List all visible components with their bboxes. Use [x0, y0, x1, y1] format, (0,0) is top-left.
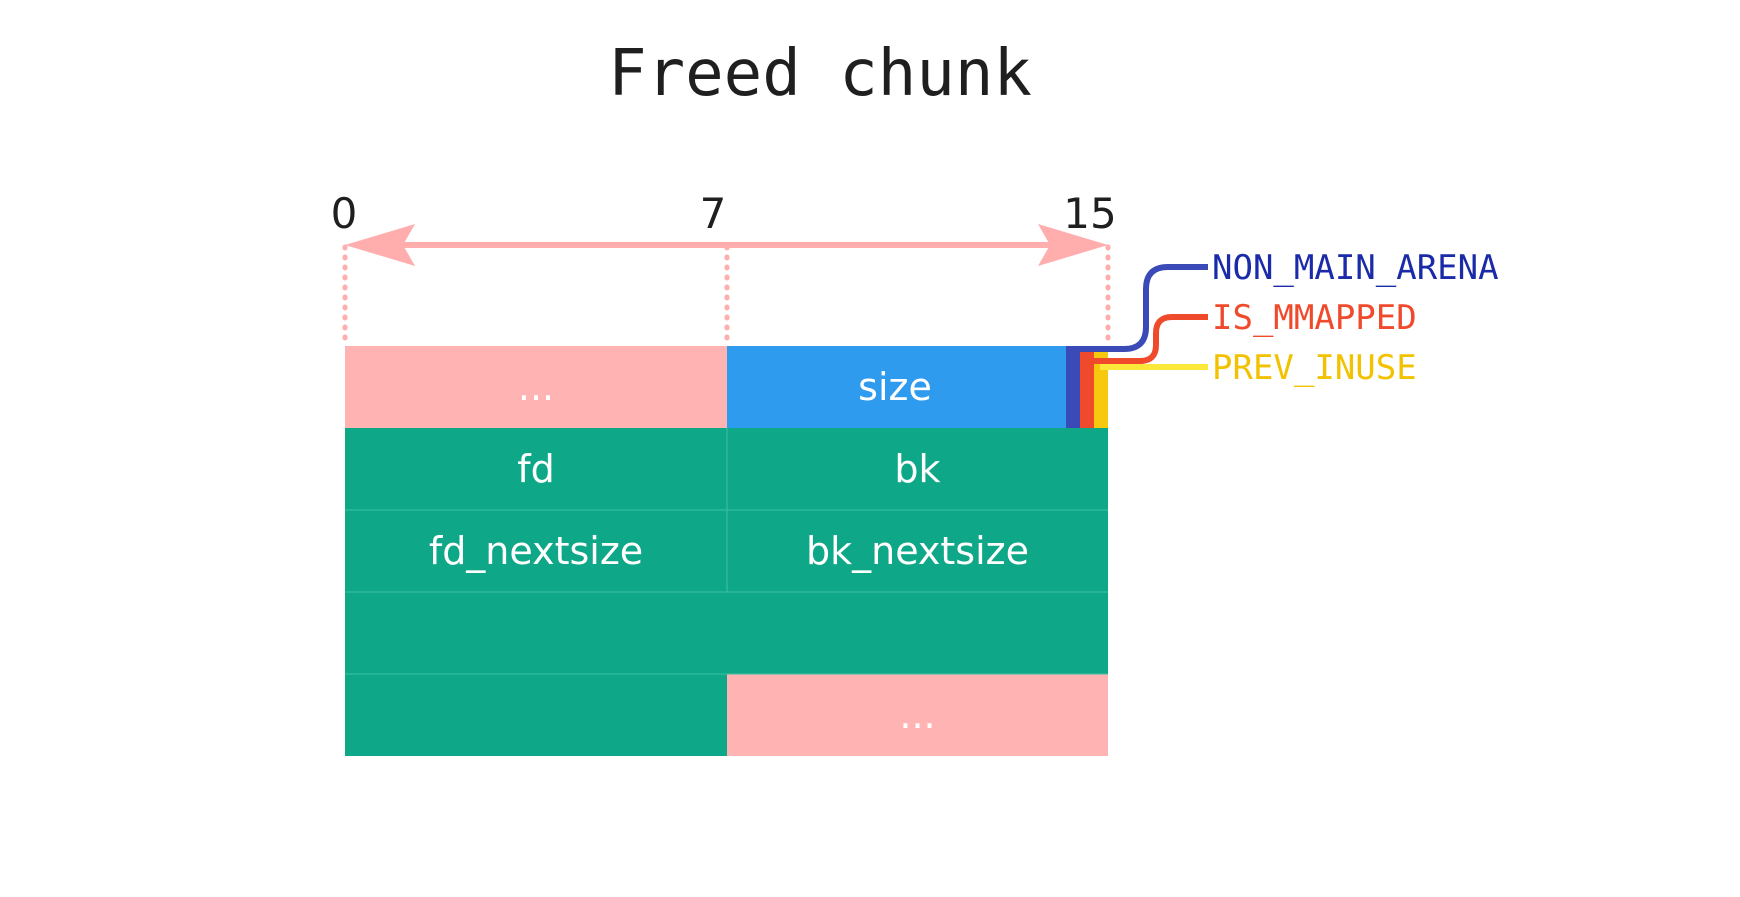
field-size-label: size — [858, 365, 932, 409]
field-bk-nextsize — [727, 510, 1108, 592]
flag-label-prev-inuse: PREV_INUSE — [1212, 348, 1417, 388]
field-bk — [727, 428, 1108, 510]
user-data-cell — [345, 674, 727, 756]
size-flag-bits: NON_MAIN_ARENA IS_MMAPPED PREV_INUSE — [1066, 248, 1499, 428]
padding-cell — [727, 674, 1108, 756]
field-bk-label: bk — [894, 447, 940, 491]
field-fd-nextsize-label: fd_nextsize — [429, 529, 643, 573]
flag-label-is-mmapped: IS_MMAPPED — [1212, 298, 1417, 338]
flag-leader-line — [1078, 264, 1208, 352]
offset-ruler: 0 7 15 — [331, 189, 1117, 345]
offset-tick-label: 15 — [1063, 189, 1116, 238]
flag-label-non-main-arena: NON_MAIN_ARENA — [1212, 248, 1499, 288]
offset-tick-label: 0 — [331, 189, 358, 238]
field-fd-nextsize — [345, 510, 727, 592]
field-fd-label: fd — [517, 447, 555, 491]
field-fd — [345, 428, 727, 510]
width-arrow-right-head — [1038, 224, 1108, 266]
padding-cell-label: ... — [518, 365, 554, 409]
field-size — [727, 346, 1108, 428]
field-bk-nextsize-label: bk_nextsize — [806, 529, 1029, 573]
offset-tick-label: 7 — [700, 189, 727, 238]
user-data-cell — [345, 592, 1108, 674]
chunk-memory-grid: ... size fd bk fd_nextsize bk_nextsize... — [345, 346, 1108, 756]
width-arrow-left-head — [345, 224, 415, 266]
diagram-title: Freed chunk — [608, 37, 1032, 111]
flag-bit-non-main-arena — [1066, 346, 1080, 428]
padding-cell — [345, 346, 727, 428]
flag-leader-line — [1086, 314, 1208, 364]
flag-bit-is-mmapped — [1080, 346, 1094, 428]
padding-cell-label: ... — [899, 693, 935, 737]
